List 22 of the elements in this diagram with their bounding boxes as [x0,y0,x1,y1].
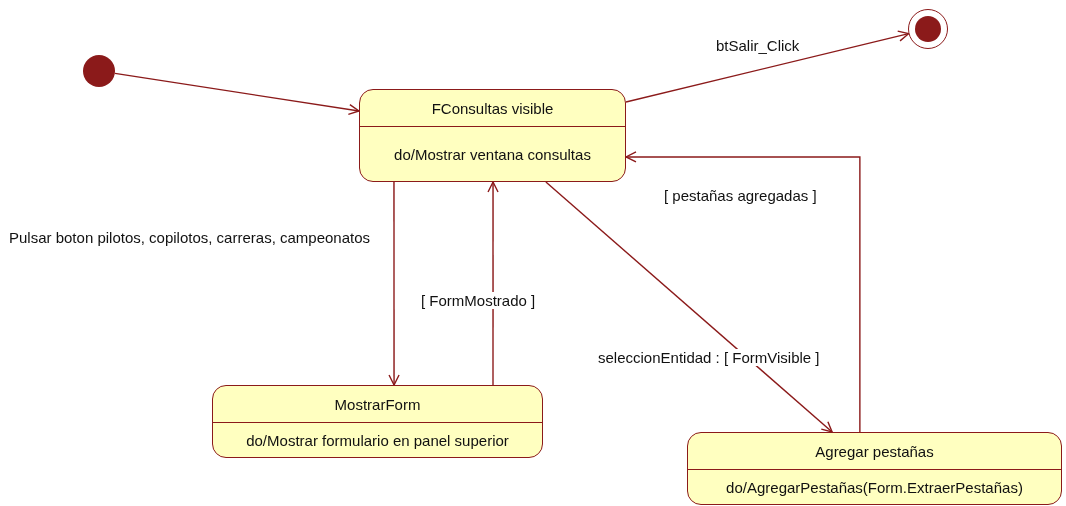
transition-arrow [625,30,910,103]
state-box [687,432,1062,505]
edge-label: Pulsar boton pilotos, copilotos, carreras, campeonatos [8,229,372,246]
transition-arrow [625,151,861,433]
state-name: MostrarForm [213,386,542,423]
transition-arrow [388,181,400,386]
state-activity: do/Mostrar ventana consultas [393,144,592,165]
final-state-symbol [908,9,948,49]
edge-label: seleccionEntidad : [ FormVisible ] [597,349,821,366]
transition-arrow [114,72,360,116]
state-name: FConsultas visible [360,90,625,127]
edge-label: btSalir_Click [715,37,801,54]
initial-state-dot [83,55,115,87]
state-box [359,89,626,182]
edge-label: [ pestañas agregadas ] [663,187,818,204]
transition-arrow [545,181,833,433]
edge-label: [ FormMostrado ] [420,292,537,309]
state-box [212,385,543,458]
state-activity: do/Mostrar formulario en panel superior [245,430,510,451]
state-activity: do/AgregarPestañas(Form.ExtraerPestañas) [725,477,1024,498]
state-name: Agregar pestañas [688,433,1061,470]
transition-arrow [487,181,499,386]
